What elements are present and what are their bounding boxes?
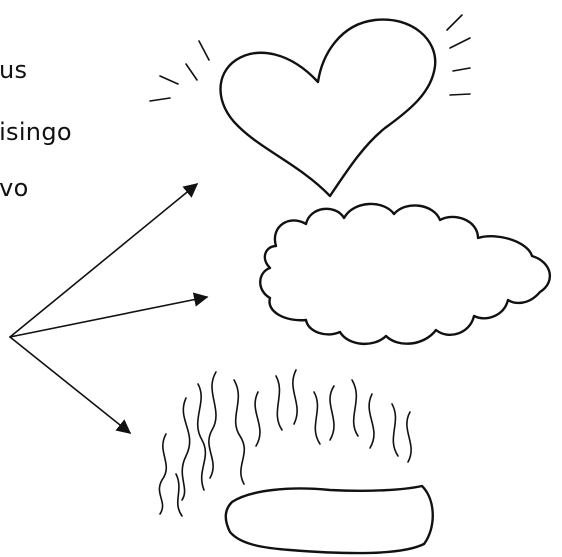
arrow-to-heart bbox=[10, 184, 197, 337]
arrow-to-cloud bbox=[10, 297, 207, 337]
cloud-icon bbox=[260, 204, 550, 344]
fire-icon bbox=[159, 370, 432, 553]
heart-icon bbox=[150, 15, 470, 196]
arrow-icon bbox=[10, 184, 207, 433]
arrow-to-fire bbox=[10, 337, 130, 433]
